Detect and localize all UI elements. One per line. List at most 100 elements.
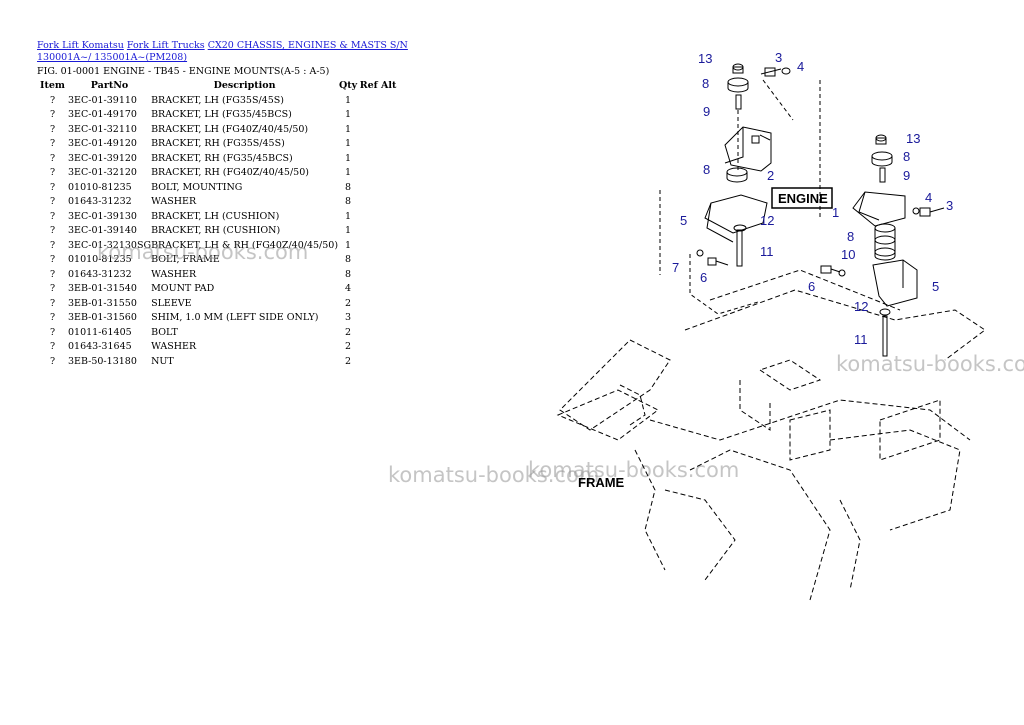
cell-partno: 01643-31232 — [68, 196, 132, 207]
cell-description: BRACKET, LH (FG40Z/40/45/50) — [151, 123, 309, 135]
cell-description: BRACKET, LH (FG35/45BCS) — [151, 109, 292, 120]
cell-partno: 01643-31645 — [68, 341, 132, 352]
cell-description: BOLT — [151, 326, 178, 338]
cell-item: ? — [49, 167, 56, 178]
breadcrumb-link-cx20-chassis[interactable]: CX20 CHASSIS, ENGINES & MASTS S/N 130001… — [37, 40, 408, 63]
header-ref: Ref — [359, 80, 378, 91]
cell-ref-alt — [358, 195, 398, 210]
cell-item: ? — [49, 326, 56, 338]
breadcrumb: Fork Lift Komatsu Fork Lift Trucks CX20 … — [37, 40, 437, 64]
cell-partno: 3EB-01-31540 — [68, 283, 137, 294]
cell-qty: 1 — [345, 152, 352, 164]
cell-partno: 3EB-50-13180 — [68, 355, 137, 367]
callout: 2 — [767, 168, 774, 183]
callout: 3 — [946, 198, 953, 213]
cell-description: BRACKET, LH & RH (FG40Z/40/45/50) — [151, 239, 339, 251]
cell-partno: 3EB-01-31550 — [68, 297, 137, 309]
callout: 12 — [760, 213, 774, 228]
cell-description: MOUNT PAD — [151, 283, 215, 294]
cell-partno: 3EC-01-39140 — [68, 225, 137, 236]
left-mount-exploded — [659, 63, 794, 315]
cell-item: ? — [49, 225, 56, 236]
callout: 6 — [700, 270, 707, 285]
cell-ref-alt — [358, 166, 398, 181]
right-mount-exploded — [819, 80, 945, 357]
cell-ref-alt — [358, 340, 398, 355]
callout: 8 — [702, 76, 709, 91]
frame-outline — [556, 269, 986, 601]
cell-ref-alt — [358, 181, 398, 196]
cell-qty: 4 — [345, 283, 352, 294]
cell-qty: 1 — [345, 123, 352, 135]
cell-partno: 3EC-01-49120 — [68, 138, 137, 149]
cell-item: ? — [49, 312, 56, 323]
cell-ref-alt — [358, 123, 398, 138]
cell-item: ? — [49, 152, 56, 164]
cell-ref-alt — [358, 253, 398, 268]
cell-ref-alt — [358, 326, 398, 341]
cell-qty: 2 — [345, 297, 352, 309]
cell-ref-alt — [358, 137, 398, 152]
engine-mount-diagram: ENGINE FRAME 13 3 4 8 9 2 8 5 12 11 7 6 … — [556, 50, 986, 601]
cell-ref-alt — [358, 311, 398, 326]
callout: 8 — [847, 229, 854, 244]
cell-ref-alt — [358, 210, 398, 225]
breadcrumb-link-fork-lift-komatsu[interactable]: Fork Lift Komatsu — [37, 40, 124, 51]
cell-item: ? — [49, 283, 56, 294]
cell-qty: 2 — [345, 326, 352, 338]
diagram-labels: ENGINE FRAME 13 3 4 8 9 2 8 5 12 11 7 6 … — [578, 50, 953, 490]
cell-item: ? — [49, 239, 56, 251]
parts-table: Item PartNo Description Qty Ref Alt ?3EC… — [37, 79, 398, 369]
header-ref-alt: Ref Alt — [358, 79, 398, 94]
cell-item: ? — [49, 181, 56, 193]
cell-partno: 3EC-01-39110 — [68, 94, 137, 106]
table-header-row: Item PartNo Description Qty Ref Alt — [37, 79, 398, 94]
callout: 13 — [698, 51, 712, 66]
cell-item: ? — [49, 123, 56, 135]
cell-qty: 8 — [345, 254, 352, 265]
callout: 5 — [680, 213, 687, 228]
header-qty: Qty — [338, 80, 358, 91]
cell-qty: 8 — [345, 196, 352, 207]
cell-ref-alt — [358, 355, 398, 370]
breadcrumb-link-fork-lift-trucks[interactable]: Fork Lift Trucks — [126, 40, 205, 51]
cell-qty: 1 — [345, 167, 352, 178]
callout: 4 — [797, 59, 804, 74]
cell-ref-alt — [358, 268, 398, 283]
cell-qty: 1 — [345, 210, 352, 222]
callout: 6 — [808, 279, 815, 294]
cell-partno: 3EC-01-39120 — [68, 152, 137, 164]
callout: 9 — [903, 168, 910, 183]
cell-qty: 2 — [345, 341, 352, 352]
callout: 1 — [832, 205, 839, 220]
figure-title: FIG. 01-0001 ENGINE - TB45 - ENGINE MOUN… — [37, 66, 330, 77]
cell-partno: 01643-31232 — [68, 268, 132, 280]
cell-qty: 1 — [345, 225, 352, 236]
cell-partno: 3EC-01-32120 — [68, 167, 137, 178]
cell-item: ? — [49, 254, 56, 265]
cell-description: BRACKET, RH (CUSHION) — [151, 225, 281, 236]
cell-item: ? — [49, 94, 56, 106]
cell-item: ? — [49, 196, 56, 207]
callout: 7 — [672, 260, 679, 275]
callout: 11 — [760, 244, 774, 259]
cell-qty: 1 — [345, 109, 352, 120]
header-item: Item — [40, 80, 65, 91]
cell-qty: 3 — [345, 312, 352, 323]
cell-description: BRACKET, LH (CUSHION) — [151, 210, 280, 222]
callout: 11 — [854, 332, 868, 347]
cell-partno: 01011-61405 — [68, 326, 132, 338]
cell-item: ? — [49, 297, 56, 309]
cell-qty: 8 — [345, 181, 352, 193]
